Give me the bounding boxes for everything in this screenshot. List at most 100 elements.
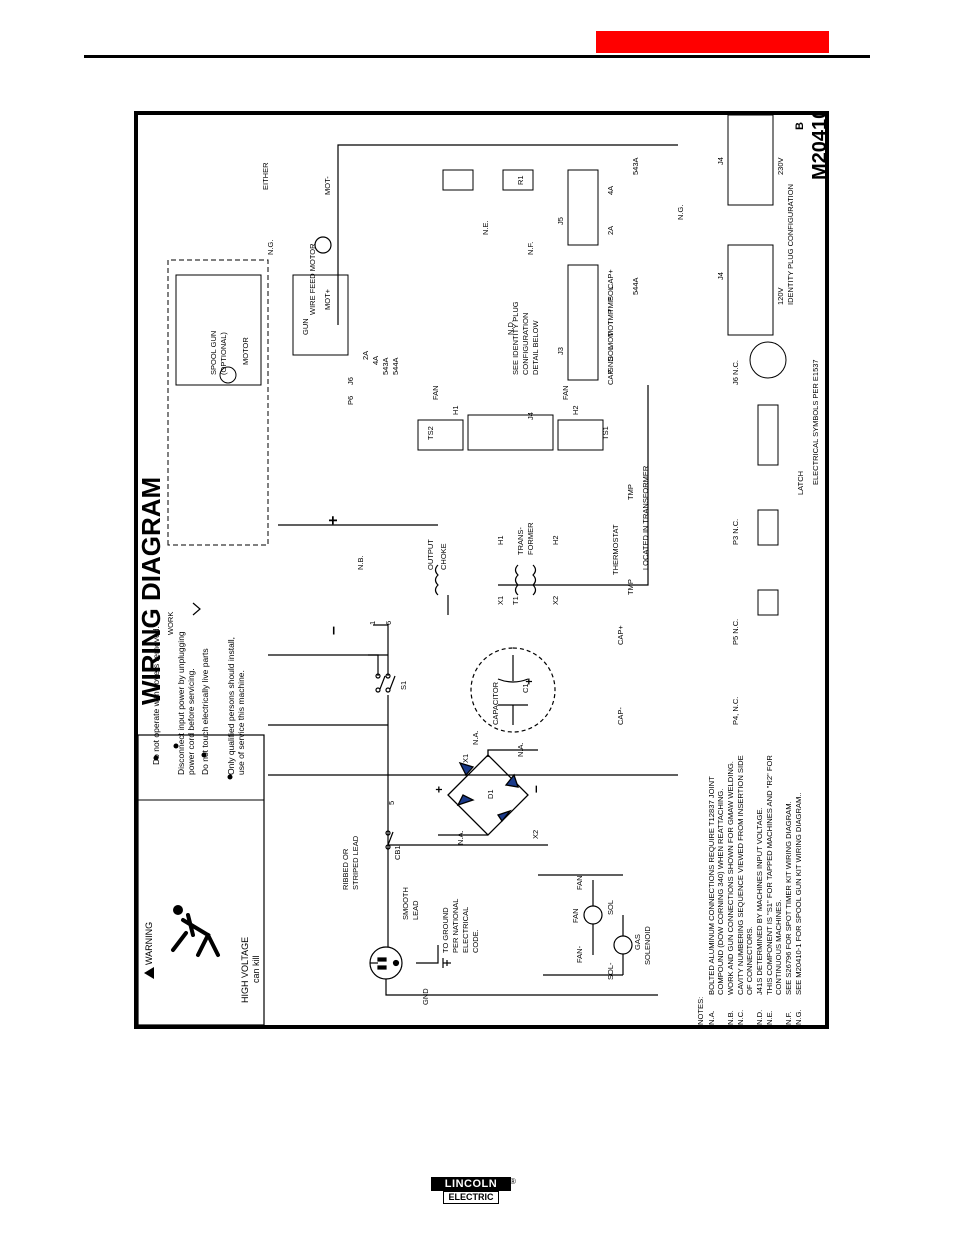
- wire-6: 6: [384, 621, 393, 625]
- located-label: LOCATED IN TRANSFORMER: [641, 465, 650, 570]
- j5-pin-2a: 2A: [606, 226, 615, 235]
- spool-gun-dashed-box: [167, 259, 269, 546]
- j3-label: J3: [556, 347, 565, 355]
- wire-543a-right: 543A: [631, 157, 640, 175]
- ng-label-2: N.G.: [676, 205, 685, 220]
- optional-label: (OPTIONAL): [219, 332, 228, 375]
- j4-label: J4: [526, 412, 535, 420]
- lincoln-electric-logo: LINCOLN ELECTRIC ®: [431, 1177, 516, 1205]
- fan-plus-label: FAN: [575, 875, 584, 890]
- h2-label-t1: H2: [551, 535, 560, 545]
- fan-label: FAN: [571, 908, 580, 923]
- x1-label-t1: X1: [496, 596, 505, 605]
- work-clamp-icon: [192, 602, 201, 616]
- x1-label-d1: X1: [461, 754, 470, 763]
- to-ground-1: TO GROUND: [441, 907, 450, 953]
- notes-heading: NOTES:: [696, 997, 705, 1025]
- j3-connector: [567, 264, 599, 381]
- striped-label: STRIPED LEAD: [351, 835, 360, 890]
- header-red-bar: [596, 31, 829, 53]
- wire-543a: 543A: [381, 357, 390, 375]
- j5-label: J5: [556, 217, 565, 225]
- output-label: OUTPUT: [426, 539, 435, 570]
- wire-1: 1: [368, 621, 377, 625]
- d1-plus: +: [432, 786, 446, 793]
- r1-potentiometer: [502, 169, 534, 191]
- v120-label: 120V: [776, 287, 785, 305]
- p3-connector: [757, 404, 779, 466]
- note-nc-tag: N.C.: [736, 1010, 745, 1025]
- wire-544a: 544A: [391, 357, 400, 375]
- identity-plug-label: IDENTITY PLUG CONFIGURATION: [786, 184, 795, 305]
- warning-heading: WARNING: [144, 922, 154, 965]
- j4-connector: [467, 414, 554, 451]
- motor-label: MOTOR: [241, 337, 250, 365]
- t1-label: T1: [511, 596, 520, 605]
- wire-feed-motor-label: WIRE FEED MOTOR: [308, 243, 317, 315]
- ts1-label: TS1: [601, 426, 610, 440]
- note-nb-tag: N.B.: [726, 1010, 735, 1025]
- p5-connector: [757, 509, 779, 546]
- ts2-label: TS2: [426, 426, 435, 440]
- warning-bullet-2b: power cord before servicing.: [186, 668, 196, 775]
- drawing-number: M20410: [809, 115, 825, 180]
- note-nc-line2: OF CONNECTORS.: [745, 926, 754, 995]
- j3-pin4-signal: MOT: [606, 332, 615, 349]
- h1-label-t1: H1: [496, 535, 505, 545]
- j3-pin3-signal: SOL: [606, 346, 615, 361]
- note-nc-line1: CAVITY NUMBERING SEQUENCE VIEWED FROM IN…: [736, 755, 745, 995]
- j5-pin-4a: 4A: [606, 186, 615, 195]
- work-minus: –: [325, 626, 342, 635]
- gnd-label: GND: [421, 988, 430, 1005]
- thermostat-label: THERMOSTAT: [611, 524, 620, 575]
- j6-label: J6: [346, 377, 355, 385]
- ng-label: N.G.: [266, 240, 275, 255]
- warning-bullet-1: Do not operate with covers removed.: [151, 626, 161, 765]
- fan-label-ts1: FAN: [561, 385, 570, 400]
- spool-gun-box: [175, 274, 262, 386]
- note-nd-line1: J41S DETERMINED BY MACHINES INPUT VOLTAG…: [755, 807, 764, 995]
- identity-plug-230v: [727, 114, 774, 206]
- wire-4a: 4A: [371, 356, 380, 365]
- p6-label: P6: [346, 396, 355, 405]
- p4-label: P4, N.C.: [731, 697, 740, 725]
- wire-544a-right: 544A: [631, 277, 640, 295]
- lead-label: LEAD: [411, 900, 420, 920]
- v230-label: 230V: [776, 157, 785, 175]
- note-na-tag: N.A.: [707, 1010, 716, 1025]
- mot-minus-label: MOT-: [323, 176, 332, 195]
- wiring-diagram-sheet: WIRING DIAGRAM M20410 B WARNING HIGH VOL…: [134, 108, 831, 1029]
- gas-label: GAS: [633, 934, 642, 950]
- s1-r2-potentiometer: [442, 169, 474, 191]
- note-nf-tag: N.F.: [784, 1012, 793, 1026]
- d1-bridge-rectifier: [438, 749, 538, 836]
- to-ground-4: CODE.: [471, 929, 480, 953]
- power-plug: [369, 945, 451, 980]
- spool-gun-label: SPOOL GUN: [209, 331, 218, 375]
- gun-box: [292, 274, 349, 356]
- warning-bullet-3: Do not touch electrically live parts: [200, 648, 210, 775]
- shock-person-icon: [171, 905, 220, 957]
- trans-label: TRANS-: [516, 527, 525, 555]
- ribbed-label: RIBBED OR: [341, 848, 350, 890]
- note-na-line1: BOLTED ALUMINUM CONNECTIONS REQUIRE T128…: [707, 776, 716, 995]
- tmp-label-2: TMP: [626, 484, 635, 500]
- j5-connector: [567, 169, 599, 246]
- x2-label-t1: X2: [551, 596, 560, 605]
- fan-motor-icon: [583, 905, 603, 925]
- solenoid-label: SOLENOID: [643, 926, 652, 965]
- j6nc-label: J6 N.C.: [731, 360, 740, 385]
- na-label-cap: N.A.: [471, 730, 480, 745]
- j3-pin1-signal: CAP-: [606, 367, 615, 385]
- sol-minus-label: SOL-: [606, 962, 615, 980]
- fan-label-ts2: FAN: [431, 385, 440, 400]
- j4-230-label: J4: [716, 157, 725, 165]
- x2-label-d1: X2: [531, 830, 540, 839]
- capacitor-label: CAPACITOR: [491, 681, 500, 725]
- ts1-terminal-strip: [557, 419, 604, 451]
- p5-label: P5 N.C.: [731, 619, 740, 645]
- latch-label: LATCH: [796, 471, 805, 495]
- nb-label: N.B.: [356, 555, 365, 570]
- note-ne-tag: N.E.: [765, 1010, 774, 1025]
- wire-feed-motor-icon: [314, 236, 332, 254]
